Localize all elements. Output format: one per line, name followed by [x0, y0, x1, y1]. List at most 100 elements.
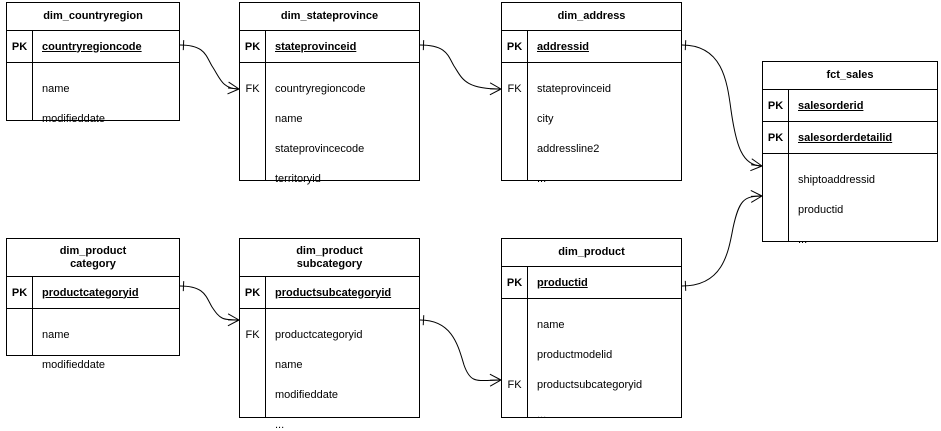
key-badge-pk: PK	[763, 90, 789, 121]
cardinality-many-marker	[228, 320, 239, 326]
attribute-field: name	[275, 114, 303, 125]
attribute-field: territoryid	[275, 174, 321, 185]
entity-title-line: dim_stateprovince	[281, 10, 378, 23]
entity-title-fct_sales: fct_sales	[763, 62, 937, 90]
cardinality-many-marker	[490, 83, 501, 89]
primary-key-field: productcategoryid	[33, 277, 179, 308]
entity-title-line: fct_sales	[826, 69, 873, 82]
primary-key-field: salesorderdetailid	[789, 122, 937, 153]
entity-title-line: dim_address	[558, 10, 626, 23]
cardinality-many-marker	[752, 159, 762, 166]
relationship-line	[682, 196, 762, 286]
cardinality-many-marker	[228, 88, 239, 89]
attribute-key-column	[7, 63, 33, 120]
attribute-key-column: FK	[502, 299, 528, 417]
attribute-field: shiptoaddressid	[798, 175, 875, 186]
key-badge-fk: FK	[240, 84, 265, 95]
entity-title-line: dim_product	[558, 246, 625, 259]
key-badge-pk: PK	[502, 267, 528, 298]
attribute-block-dim_product: FK name productmodelid productsubcategoryid…	[502, 299, 681, 417]
key-badge-fk: FK	[502, 84, 527, 95]
attribute-field: stateprovincecode	[275, 144, 364, 155]
primary-key-field: productid	[528, 267, 681, 298]
attribute-field: countryregioncode	[275, 84, 366, 95]
relationship-line	[682, 45, 762, 166]
attribute-field: modifieddate	[275, 390, 338, 401]
key-badge-fk: FK	[240, 330, 265, 341]
attribute-field: modifieddate	[42, 360, 105, 371]
entity-title-line: dim_countryregion	[43, 10, 143, 23]
entity-title-line: category	[70, 258, 116, 271]
entity-title-line: subcategory	[297, 258, 362, 271]
relationship-countryregion-to-stateprovince[interactable]	[180, 40, 239, 94]
cardinality-many-marker	[490, 89, 501, 95]
relationship-productsubcategory-to-product[interactable]	[420, 315, 501, 386]
cardinality-many-marker	[227, 89, 239, 94]
attribute-key-column	[763, 154, 789, 241]
attribute-field: productmodelid	[537, 350, 612, 361]
attribute-field: addressline2	[537, 144, 599, 155]
attribute-field: name	[537, 320, 565, 331]
attribute-block-dim_stateprovince: FK countryregioncode name stateprovincecode…	[240, 63, 419, 180]
cardinality-many-marker	[490, 374, 501, 380]
relationship-stateprovince-to-address[interactable]	[420, 40, 501, 95]
cardinality-many-marker	[751, 190, 762, 196]
relationship-line	[180, 286, 239, 320]
key-badge-pk: PK	[7, 277, 33, 308]
attribute-key-column	[7, 309, 33, 355]
entity-title-dim_product: dim_product	[502, 239, 681, 267]
attribute-field: city	[537, 114, 554, 125]
key-badge-pk: PK	[240, 277, 266, 308]
key-badge-pk: PK	[7, 31, 33, 62]
attribute-key-column: FK	[240, 309, 266, 417]
key-badge-pk: PK	[240, 31, 266, 62]
entity-title-line: dim_product	[60, 245, 127, 258]
key-badge-pk: PK	[502, 31, 528, 62]
cardinality-many-marker	[229, 82, 239, 89]
attribute-field: name	[42, 330, 70, 341]
cardinality-many-marker	[751, 196, 762, 202]
cardinality-one-marker	[423, 315, 424, 325]
cardinality-many-marker	[750, 166, 762, 171]
attribute-field: modifieddate	[42, 114, 105, 125]
cardinality-many-marker	[228, 314, 239, 320]
primary-key-field: countryregioncode	[33, 31, 179, 62]
primary-key-field: stateprovinceid	[266, 31, 419, 62]
relationship-line	[180, 45, 239, 89]
attribute-key-column: FK	[240, 63, 266, 180]
attribute-field: ...	[537, 410, 546, 421]
attribute-field: productsubcategoryid	[537, 380, 642, 391]
attribute-field: name	[42, 84, 70, 95]
relationship-productcategory-to-productsubcategory[interactable]	[180, 281, 239, 326]
attribute-field: productid	[798, 205, 843, 216]
relationship-product-to-fctsales-productid[interactable]	[682, 190, 762, 290]
relationship-address-to-fctsales-shiptoaddressid[interactable]	[682, 40, 762, 170]
attribute-field: name	[275, 360, 303, 371]
